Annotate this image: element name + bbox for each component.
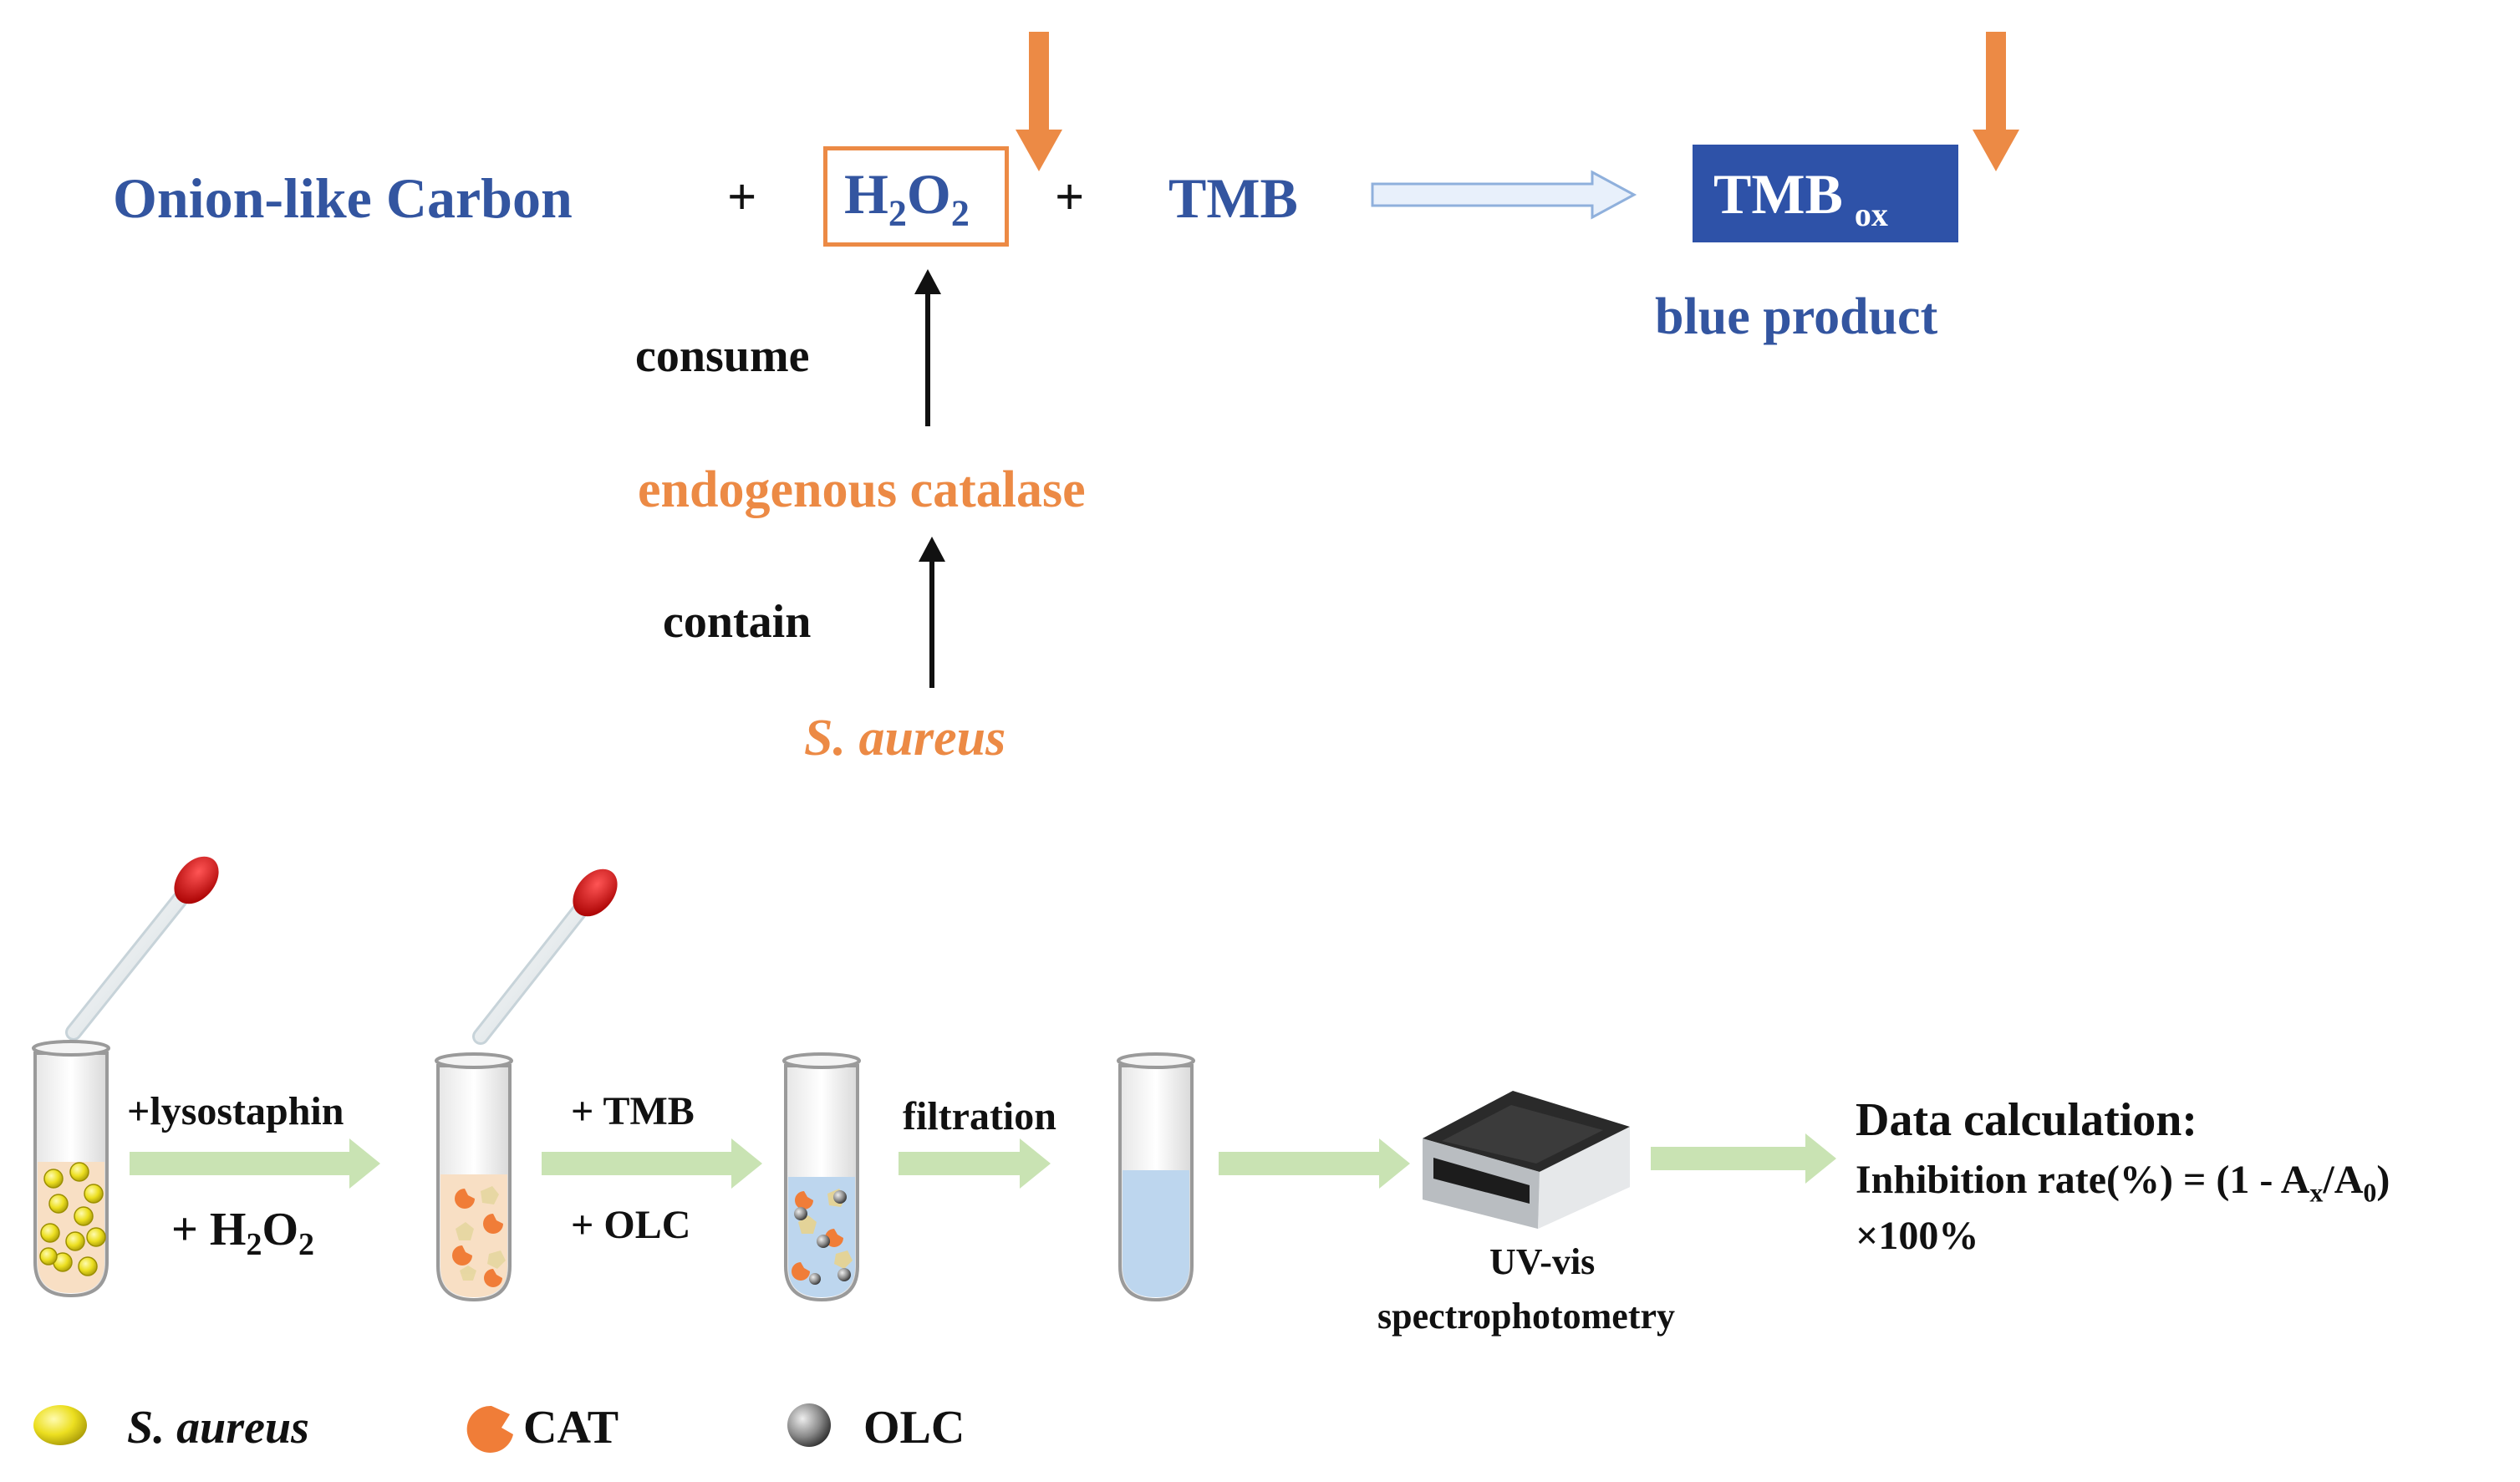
- olc-reactant-label: Onion-like Carbon: [113, 166, 573, 230]
- legend-saureus-label: S. aureus: [127, 1402, 309, 1454]
- up-arrow-consume: [914, 269, 941, 426]
- step1-h2o2-label: + H2O2: [171, 1204, 315, 1263]
- saureus-label: S. aureus: [804, 710, 1006, 766]
- green-arrow-3: [899, 1138, 1051, 1189]
- orange-down-arrow-tmbox: [1973, 32, 2019, 171]
- tube-3-olc-particles: [794, 1190, 851, 1285]
- reaction-arrow: [1371, 170, 1637, 220]
- consume-label: consume: [635, 330, 810, 382]
- spectrophotometry-label: spectrophotometry: [1377, 1296, 1675, 1337]
- inhibition-rate-formula: Inhibition rate(%) = (1 - Ax/A0): [1856, 1158, 2390, 1208]
- uv-vis-label: UV-vis: [1489, 1241, 1596, 1282]
- up-arrow-contain: [919, 537, 945, 688]
- data-calculation-title: Data calculation:: [1856, 1094, 2198, 1146]
- inhibition-rate-multiplier: ×100%: [1856, 1214, 1979, 1258]
- h2o2-label: H2O2: [844, 162, 970, 234]
- h2o2-box: [823, 146, 1009, 247]
- orange-down-arrow-h2o2: [1016, 32, 1062, 171]
- green-arrow-4: [1219, 1138, 1410, 1189]
- contain-label: contain: [663, 596, 812, 648]
- blue-product-label: blue product: [1655, 288, 1938, 345]
- step1-lysostaphin-label: +lysostaphin: [127, 1089, 344, 1133]
- tube-1-saureus-cells: [39, 1162, 106, 1276]
- spectrophotometer-icon: [1423, 1091, 1630, 1229]
- plus-sign-1: +: [727, 169, 757, 226]
- green-arrow-1: [130, 1138, 380, 1189]
- step2-tmb-label: + TMB: [571, 1089, 695, 1133]
- step3-filtration-label: filtration: [903, 1094, 1056, 1138]
- endogenous-catalase-label: endogenous catalase: [638, 461, 1086, 518]
- plus-sign-2: +: [1055, 169, 1085, 226]
- step2-olc-label: + OLC: [571, 1203, 691, 1247]
- green-arrow-5: [1651, 1133, 1836, 1184]
- legend-cat-label: CAT: [523, 1402, 619, 1454]
- legend-olc-label: OLC: [863, 1402, 965, 1454]
- test-tube-4: [1117, 1052, 1195, 1302]
- legend-saureus-icon: [33, 1405, 87, 1445]
- tmb-reactant-label: TMB: [1168, 166, 1298, 230]
- green-arrow-2: [542, 1138, 762, 1189]
- legend-cat-icon: [466, 1405, 513, 1453]
- tmbox-product-box: [1693, 145, 1958, 242]
- tube-2-catalase: [452, 1189, 503, 1287]
- tube-2-debris: [456, 1186, 506, 1281]
- legend-olc-icon: [787, 1403, 831, 1447]
